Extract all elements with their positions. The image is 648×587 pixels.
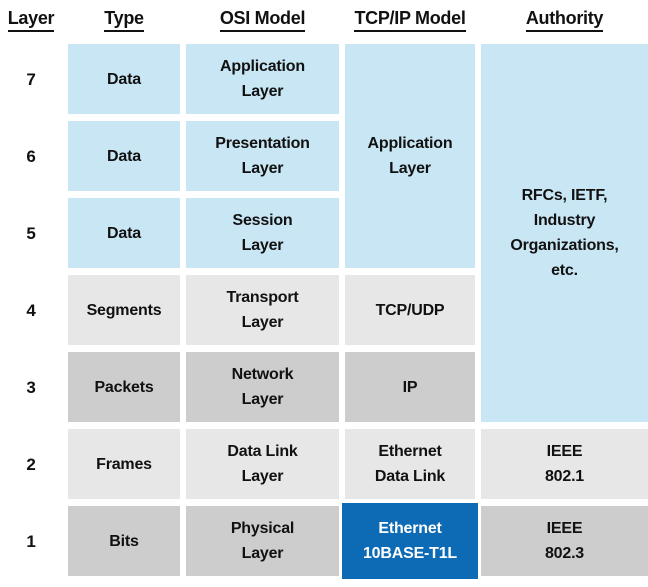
osi-cell-network: Network Layer: [186, 352, 339, 422]
osi-cell-physical: Physical Layer: [186, 506, 339, 576]
authority-cell-rfcs-merged: RFCs, IETF, Industry Organizations, etc.: [481, 44, 648, 422]
osi-cell-session: Session Layer: [186, 198, 339, 268]
osi-cell-datalink: Data Link Layer: [186, 429, 339, 499]
osi-cell-application: Application Layer: [186, 44, 339, 114]
tcpip-cell-tcp-udp: TCP/UDP: [345, 275, 475, 345]
layer-number-6: 6: [26, 146, 36, 166]
type-cell-layer7: Data: [68, 44, 180, 114]
type-cell-layer4: Segments: [68, 275, 180, 345]
layer-number-4: 4: [26, 300, 36, 320]
tcpip-cell-ip: IP: [345, 352, 475, 422]
tcpip-cell-application-merged: Application Layer: [345, 44, 475, 268]
header-type: Type: [68, 8, 180, 32]
osi-cell-presentation: Presentation Layer: [186, 121, 339, 191]
type-cell-layer3: Packets: [68, 352, 180, 422]
layer-number-2: 2: [26, 454, 36, 474]
type-cell-layer2: Frames: [68, 429, 180, 499]
authority-cell-ieee-8021: IEEE 802.1: [481, 429, 648, 499]
type-cell-layer5: Data: [68, 198, 180, 268]
header-row: Layer Type OSI Model TCP/IP Model Author…: [0, 8, 648, 44]
layer-number-7: 7: [26, 69, 36, 89]
table-body: 7 6 5 4 3 2 1 Data Data Data Segments Pa…: [0, 44, 648, 579]
layer-number-5: 5: [26, 223, 36, 243]
osi-cell-transport: Transport Layer: [186, 275, 339, 345]
header-osi-model: OSI Model: [186, 8, 339, 32]
tcpip-cell-ethernet-10base-t1l-highlight: Ethernet 10BASE-T1L: [342, 503, 478, 579]
layer-number-1: 1: [26, 531, 36, 551]
authority-cell-ieee-8023: IEEE 802.3: [481, 506, 648, 576]
tcpip-cell-ethernet-datalink: Ethernet Data Link: [345, 429, 475, 499]
header-layer: Layer: [0, 8, 62, 32]
type-cell-layer1: Bits: [68, 506, 180, 576]
type-cell-layer6: Data: [68, 121, 180, 191]
layer-number-3: 3: [26, 377, 36, 397]
header-authority: Authority: [481, 8, 648, 32]
header-tcpip-model: TCP/IP Model: [345, 8, 475, 32]
